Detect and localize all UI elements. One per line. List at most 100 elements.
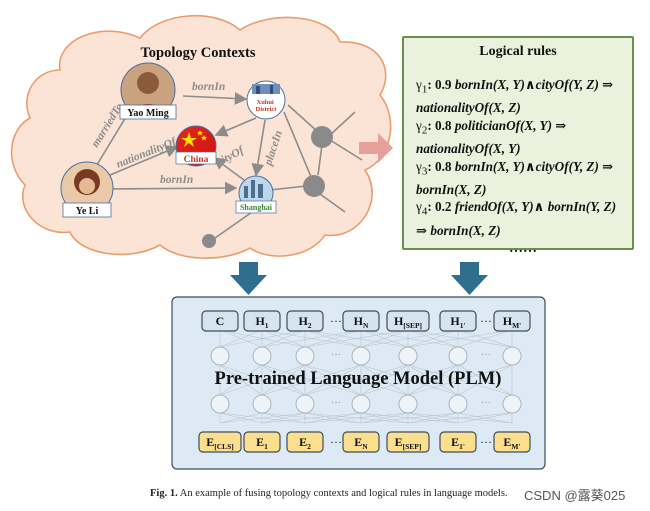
watermark: CSDN @露葵025 [522, 485, 628, 504]
output-token-label: C [216, 314, 225, 328]
input-token-box [243, 431, 281, 453]
input-token-label: EM' [503, 435, 520, 451]
node-china: China [175, 125, 217, 167]
plm-hidden-node [295, 394, 315, 414]
plm-connection [261, 329, 306, 348]
output-token-box [493, 310, 531, 332]
plm-hidden-node [502, 394, 522, 414]
rule-symbol: γ [416, 199, 422, 215]
output-token-box [386, 310, 430, 332]
rule-symbol: γ [416, 158, 422, 174]
rules-title: Logical rules [479, 44, 557, 59]
output-token-label: H2 [298, 314, 311, 330]
node-label-yao-ming: Yao Ming [127, 108, 168, 119]
output-token-subscript: M' [512, 321, 521, 330]
plm-connection [304, 412, 409, 424]
plm-connection [219, 412, 263, 424]
input-token-box [342, 431, 380, 453]
plm-hidden-node [295, 346, 315, 366]
plm-connection [407, 364, 459, 396]
input-token-box [493, 431, 531, 453]
output-token-box [439, 310, 477, 332]
topology-title: Topology Contexts [140, 45, 255, 61]
grey-node [303, 175, 325, 197]
plm-connection [261, 412, 306, 424]
plm-connection [219, 364, 306, 396]
rule-item: γ4: 0.2 friendOf(X, Y)∧ bornIn(Y, Z) ⇒ b… [416, 198, 630, 239]
rule-text: politicianOf(X, Y) ⇒ nationalityOf(X, Y) [416, 117, 567, 157]
input-token-base: E [354, 435, 362, 449]
plm-connection [407, 329, 459, 348]
logical-rules-panel: Logical rules γ1: 0.9 bornIn(X, Y)∧cityO… [402, 36, 634, 256]
output-token-label: H[SEP] [394, 314, 422, 330]
input-token-subscript: [CLS] [214, 442, 234, 451]
plm-hidden-node [502, 346, 522, 366]
plm-connection [360, 412, 409, 424]
plm-hidden-node [210, 346, 230, 366]
input-token-box [386, 431, 430, 453]
plm-connection [219, 329, 306, 348]
plm-connection [360, 329, 459, 348]
node-label-xuhui: Xuhui District [256, 99, 278, 113]
output-token-label: HM' [503, 314, 522, 330]
output-token-base: C [216, 314, 225, 328]
output-token-ellipsis: ··· [480, 314, 492, 328]
input-token-subscript: [SEP] [403, 442, 422, 451]
input-token-base: E [451, 435, 459, 449]
rule-weight: : 0.8 [427, 117, 452, 133]
output-token-subscript: 1' [460, 321, 466, 330]
rule-item: γ2: 0.8 politicianOf(X, Y) ⇒ nationality… [416, 117, 630, 158]
node-label-xuhui-line2: District [256, 106, 278, 113]
output-token-base: H [255, 314, 265, 328]
rule-item: γ3: 0.8 bornIn(X, Y)∧cityOf(Y, Z) ⇒ born… [416, 158, 630, 199]
rule-text: bornIn(X, Y)∧cityOf(Y, Z) ⇒ bornIn(X, Z) [416, 158, 614, 197]
input-token-base: E [299, 435, 307, 449]
plm-hidden-node [252, 346, 272, 366]
star-icon [181, 132, 197, 147]
output-token-base: H [450, 314, 460, 328]
node-label-xuhui-line1: Xuhui [257, 99, 275, 106]
output-token-subscript: N [363, 321, 369, 330]
output-token-subscript: [SEP] [403, 321, 422, 330]
input-token-base: E [206, 435, 214, 449]
rule-text: friendOf(X, Y)∧ bornIn(Y, Z) ⇒ bornIn(X,… [416, 199, 617, 238]
plm-hidden-node [398, 346, 418, 366]
output-token-box [286, 310, 324, 332]
plm-hidden-node [351, 394, 371, 414]
output-token-label: H1 [255, 314, 268, 330]
plm-connection [219, 412, 306, 424]
plm-connection [457, 412, 513, 424]
relation-born-in-top: bornIn [192, 81, 225, 93]
input-token-label: E[SEP] [395, 435, 422, 451]
output-token-box [243, 310, 281, 332]
plm-connection [360, 329, 409, 348]
plm-connection [304, 364, 362, 396]
plm-hidden-node [351, 346, 371, 366]
plm-hidden-ellipsis: ··· [331, 350, 341, 361]
rule-text: bornIn(X, Y)∧cityOf(Y, Z) ⇒ nationalityO… [416, 77, 614, 116]
output-token-label: H1' [450, 314, 465, 330]
plm-hidden-node [448, 394, 468, 414]
figure-caption: Fig. 1. An example of fusing topology co… [150, 488, 508, 499]
input-token-subscript: N [362, 442, 368, 451]
plm-connection [261, 364, 362, 396]
rule-index: 4 [421, 206, 428, 219]
plm-connection [360, 364, 459, 396]
node-xuhui-district: Xuhui District [246, 80, 286, 120]
node-shanghai: Shanghai [235, 175, 277, 214]
plm-title: Pre-trained Language Model (PLM) [215, 369, 502, 389]
rule-weight: : 0.8 [427, 158, 452, 174]
plm-hidden-ellipsis: ··· [481, 350, 491, 361]
input-token-box [286, 431, 324, 453]
input-token-base: E [256, 435, 264, 449]
caption-text: An example of fusing topology contexts a… [177, 488, 508, 499]
input-token-subscript: 1' [459, 442, 465, 451]
rule-item: γ1: 0.9 bornIn(X, Y)∧cityOf(Y, Z) ⇒ nati… [416, 76, 630, 117]
right-arrow-icon [359, 133, 393, 163]
grey-node [311, 126, 333, 148]
plm-connection [219, 364, 263, 396]
plm-connection [407, 329, 513, 348]
plm-connection [261, 412, 362, 424]
plm-connection [304, 412, 362, 424]
